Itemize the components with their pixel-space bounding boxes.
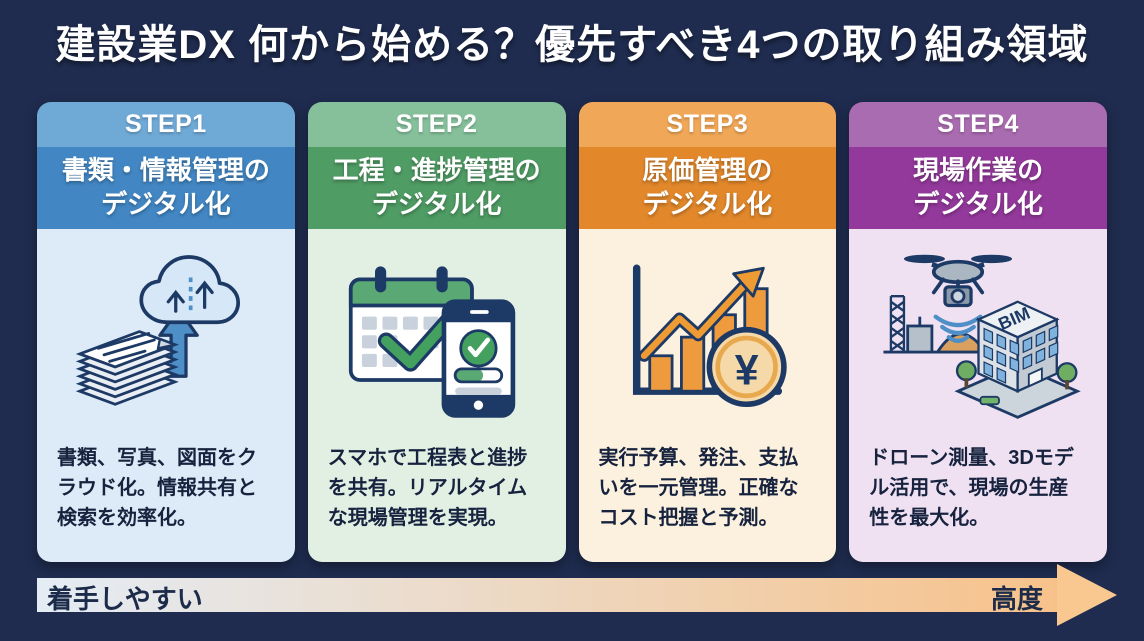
documents-cloud-upload-icon <box>37 229 295 435</box>
step4-title: 現場作業の デジタル化 <box>849 147 1107 229</box>
step4-title-line1: 現場作業の <box>913 155 1044 186</box>
dirt-mound-shape <box>934 332 984 353</box>
step3-description: 実行予算、発注、支払いを一元管理。正確なコスト把握と予測。 <box>598 447 799 529</box>
step4-title-line2: デジタル化 <box>913 189 1043 219</box>
bar-chart-yen-icon-svg: ¥ <box>632 263 787 407</box>
step1-title: 書類・情報管理の デジタル化 <box>37 147 295 229</box>
difficulty-gradient-bar: 着手しやすい 高度 <box>37 578 1057 614</box>
growth-arrow-shape <box>640 281 748 359</box>
drone-bim-icon-svg: BIM <box>883 254 1081 419</box>
cloud-small-arrow-1 <box>167 289 186 313</box>
building-entrance <box>1027 366 1043 388</box>
step3-label: STEP3 <box>578 102 837 147</box>
yen-coin-shape: ¥ <box>706 326 787 407</box>
step2-title: 工程・進捗管理の デジタル化 <box>307 147 566 229</box>
step-card-1: STEP1 書類・情報管理の デジタル化 <box>37 102 295 562</box>
step2-title-line1: 工程・進捗管理の <box>332 155 541 186</box>
growth-arrow-head <box>732 266 765 298</box>
drone-bim-building-icon: BIM <box>849 229 1107 435</box>
step2-description: スマホで工程表と進捗を共有。リアルタイムな現場管理を実現。 <box>327 447 528 529</box>
step3-title-line1: 原価管理の <box>642 155 773 186</box>
step3-title: 原価管理の デジタル化 <box>578 147 837 229</box>
step-card-4: STEP4 現場作業の デジタル化 <box>849 102 1107 562</box>
step2-label: STEP2 <box>307 102 566 147</box>
calendar-smartphone-icon-svg <box>349 265 516 418</box>
step3-title-line2: デジタル化 <box>642 189 773 219</box>
step1-description: 書類、写真、図面をクラウド化。情報共有と検索を効率化。 <box>57 447 257 529</box>
axis-label-easy: 着手しやすい <box>47 584 203 614</box>
smartphone-shape <box>441 298 516 418</box>
arrow-head-icon <box>1057 564 1117 626</box>
step2-title-line2: デジタル化 <box>371 189 502 219</box>
step1-title-line2: デジタル化 <box>101 189 231 219</box>
step1-label: STEP1 <box>37 102 295 147</box>
step4-label: STEP4 <box>849 102 1107 147</box>
building-windows <box>983 324 1058 384</box>
step-card-2: STEP2 工程・進捗管理の デジタル化 <box>307 102 566 562</box>
steps-row: STEP1 書類・情報管理の デジタル化 <box>0 102 1144 562</box>
page-title: 建設業DX 何から始める？優先すべき4つの取り組み領域 <box>55 23 1089 67</box>
document-stack-shape <box>76 329 180 406</box>
drone-shape <box>903 254 1012 307</box>
cloud-small-arrow-2 <box>195 280 215 309</box>
lattice-tower-shape <box>889 294 905 352</box>
axis-label-advanced: 高度 <box>990 584 1043 614</box>
bar-chart-yen-coin-icon: ¥ <box>579 229 837 435</box>
yen-symbol: ¥ <box>735 346 759 394</box>
bim-building-shape: BIM <box>954 299 1081 419</box>
calendar-smartphone-check-icon <box>308 229 566 435</box>
step1-title-line1: 書類・情報管理の <box>61 155 270 186</box>
difficulty-axis: 着手しやすい 高度 <box>0 564 1144 630</box>
step-card-3: STEP3 原価管理の デジタル化 <box>578 102 837 562</box>
step4-description: ドローン測量、3Dモデル活用で、現場の生産性を最大化。 <box>869 447 1074 529</box>
documents-cloud-upload-icon-svg <box>76 254 241 406</box>
